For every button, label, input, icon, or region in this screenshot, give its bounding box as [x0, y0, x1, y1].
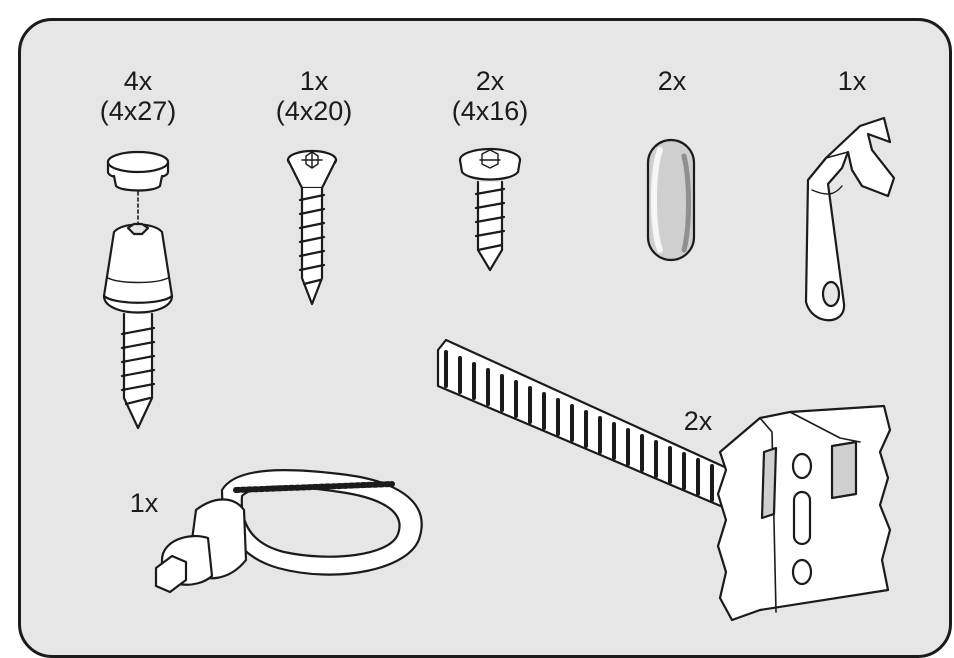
- cap-screw-part: [102, 150, 174, 430]
- countersunk-screw-part: [286, 149, 338, 306]
- part-label-oval-pad: 2x: [640, 66, 704, 96]
- hook-bracket-part: [804, 116, 896, 322]
- size-label: (4x27): [99, 96, 177, 126]
- quantity-label: 1x: [837, 66, 867, 96]
- part-label-hook-bracket: 1x: [820, 66, 884, 96]
- size-label: (4x20): [275, 96, 353, 126]
- quantity-label: 1x: [129, 488, 159, 518]
- part-label-cap-screw: 4x (4x27): [76, 66, 200, 126]
- rack-bracket-part: [436, 338, 892, 622]
- part-label-countersunk-screw: 1x (4x20): [252, 66, 376, 126]
- size-label: (4x16): [451, 96, 529, 126]
- part-label-rack-bracket: 2x: [666, 406, 730, 436]
- quantity-label: 2x: [683, 406, 713, 436]
- quantity-label: 4x: [123, 66, 153, 96]
- washer-head-screw-part: [458, 147, 522, 272]
- part-label-hose-clamp: 1x: [112, 488, 176, 518]
- plug-screw-icon: [102, 222, 174, 430]
- part-label-washer-head-screw: 2x (4x16): [428, 66, 552, 126]
- quantity-label: 2x: [475, 66, 505, 96]
- oval-pad-part: [646, 138, 696, 262]
- quantity-label: 1x: [299, 66, 329, 96]
- cap-icon: [106, 150, 170, 192]
- quantity-label: 2x: [657, 66, 687, 96]
- hose-clamp-part: [154, 469, 423, 594]
